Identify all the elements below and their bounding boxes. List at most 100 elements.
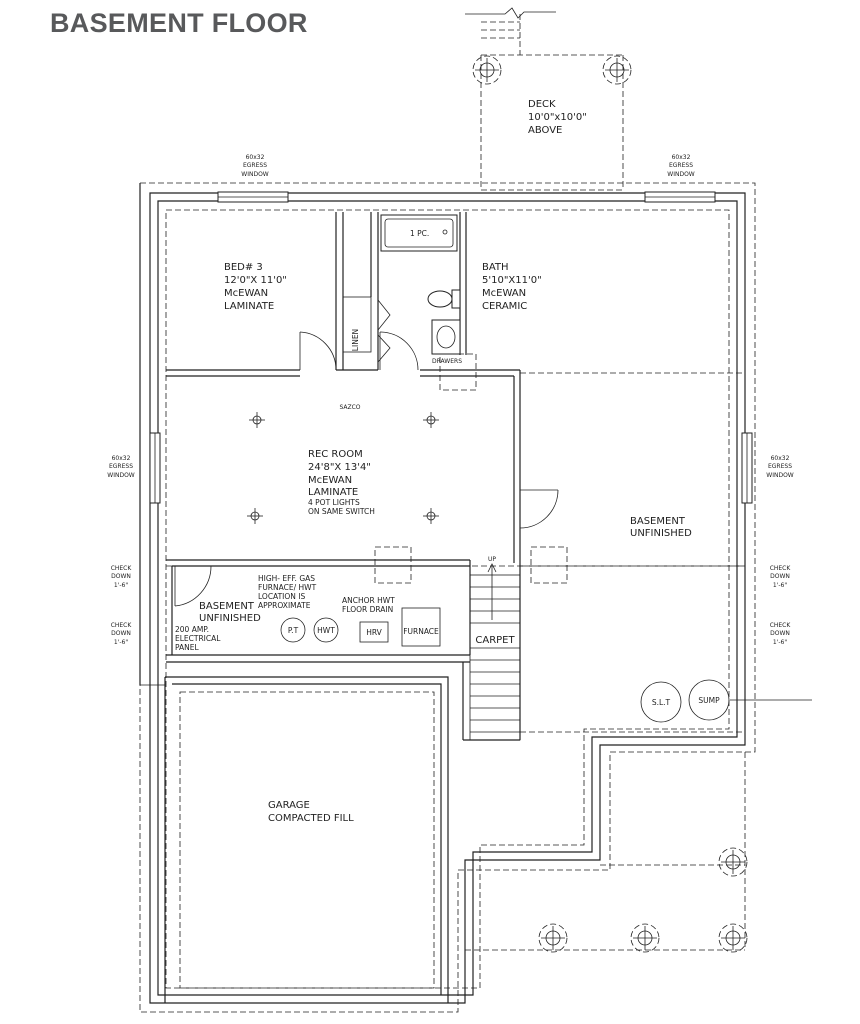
anchor-note-1: ANCHOR HWT xyxy=(342,596,395,605)
egress-label-tl-1: 60x32 xyxy=(246,154,265,161)
check-down-r2-2: DOWN xyxy=(770,630,790,637)
egress-label-tl-3: WINDOW xyxy=(241,171,269,178)
check-down-r2-1: CHECK xyxy=(770,622,792,629)
bed3-size: 12'0"X 11'0" xyxy=(224,275,287,286)
sump-label: SUMP xyxy=(698,696,720,705)
bath-name: BATH xyxy=(482,262,509,273)
mech-room-name1: BASEMENT xyxy=(199,601,255,612)
anchor-note-2: FLOOR DRAIN xyxy=(342,605,393,614)
rec-room-finish: LAMINATE xyxy=(308,487,358,498)
mech-room-name2: UNFINISHED xyxy=(199,613,261,624)
pt-label: P.T xyxy=(288,626,299,635)
bathtub-label: 1 PC. xyxy=(410,229,429,238)
slt-tank xyxy=(640,681,682,723)
furnace-note-4: APPROXIMATE xyxy=(258,601,311,610)
page-title: BASEMENT FLOOR xyxy=(50,8,308,38)
rec-room-lights1: 4 POT LIGHTS xyxy=(308,498,360,507)
furnace-label: FURNACE xyxy=(403,627,439,636)
egress-label-tr-3: WINDOW xyxy=(667,171,695,178)
garage xyxy=(164,676,449,1003)
furnace-note-1: HIGH- EFF. GAS xyxy=(258,574,315,583)
egress-label-l-1: 60x32 xyxy=(112,455,131,462)
bath-size: 5'10"X11'0" xyxy=(482,275,542,286)
check-down-l2-2: DOWN xyxy=(111,630,131,637)
rec-room-size: 24'8"X 13'4" xyxy=(308,462,371,473)
deck xyxy=(465,7,632,191)
egress-label-r-3: WINDOW xyxy=(766,472,794,479)
exterior-walls xyxy=(139,182,756,1013)
deck-size: 10'0"x10'0" xyxy=(528,112,587,123)
stairs-carpet-label: CARPET xyxy=(475,635,515,646)
vanity-sink xyxy=(431,319,461,355)
furnace-unit xyxy=(401,607,441,647)
furnace-note-3: LOCATION IS xyxy=(258,592,306,601)
check-down-l2-3: 1'-6" xyxy=(114,639,128,646)
post-left xyxy=(374,546,412,584)
deck-label: DECK xyxy=(528,99,556,110)
rec-room-name: REC ROOM xyxy=(308,449,363,460)
basement-unfinished-line2: UNFINISHED xyxy=(630,528,692,539)
egress-label-r-2: EGRESS xyxy=(768,463,792,470)
egress-window-top-left xyxy=(217,191,289,203)
linen-closet xyxy=(342,296,391,363)
porch-footings xyxy=(465,752,748,953)
egress-label-tr-2: EGRESS xyxy=(669,162,693,169)
check-down-r1-2: DOWN xyxy=(770,573,790,580)
bathtub xyxy=(380,214,458,252)
rec-room-maker: McEWAN xyxy=(308,475,352,486)
panel-note-1: 200 AMP. xyxy=(175,625,209,634)
egress-window-top-right xyxy=(644,191,716,203)
check-down-l1-1: CHECK xyxy=(111,565,133,572)
bed3-maker: McEWAN xyxy=(224,288,268,299)
sump-pit xyxy=(688,679,730,721)
hwt-tank xyxy=(313,617,339,643)
pot-light-2 xyxy=(423,412,439,428)
linen-label: LINEN xyxy=(351,329,360,351)
garage-name: GARAGE xyxy=(268,800,310,811)
egress-label-r-1: 60x32 xyxy=(771,455,790,462)
hwt-label: HWT xyxy=(317,626,335,635)
toilet xyxy=(427,289,461,309)
drawers-outline xyxy=(439,353,477,391)
bed3-name: BED# 3 xyxy=(224,262,263,273)
deck-note: ABOVE xyxy=(528,125,562,136)
check-down-r1-1: CHECK xyxy=(770,565,792,572)
bath-finish: CERAMIC xyxy=(482,301,527,312)
door-bath xyxy=(379,331,419,371)
door-mech xyxy=(174,565,212,607)
sazco-label: SAZCO xyxy=(339,404,360,411)
drawers-label: DRAWERS xyxy=(432,358,462,365)
egress-label-l-3: WINDOW xyxy=(107,472,135,479)
pot-light-3 xyxy=(247,508,263,524)
egress-label-tl-2: EGRESS xyxy=(243,162,267,169)
egress-window-right xyxy=(741,432,753,504)
beam-lines xyxy=(166,372,812,866)
stairs xyxy=(469,563,521,741)
door-basement xyxy=(519,489,559,529)
hrv-label: HRV xyxy=(366,628,382,637)
egress-window-left xyxy=(149,432,161,504)
pt-tank xyxy=(280,617,306,643)
check-down-l2-1: CHECK xyxy=(111,622,133,629)
bath-maker: McEWAN xyxy=(482,288,526,299)
panel-note-2: ELECTRICAL xyxy=(175,634,221,643)
rec-room-lights2: ON SAME SWITCH xyxy=(308,507,375,516)
check-down-l1-3: 1'-6" xyxy=(114,582,128,589)
pot-light-4 xyxy=(423,508,439,524)
panel-note-3: PANEL xyxy=(175,643,200,652)
pot-light-1 xyxy=(249,412,265,428)
bed3-finish: LAMINATE xyxy=(224,301,274,312)
slt-label: S.L.T xyxy=(652,698,671,707)
egress-label-l-2: EGRESS xyxy=(109,463,133,470)
garage-note: COMPACTED FILL xyxy=(268,813,354,824)
basement-unfinished-line1: BASEMENT xyxy=(630,516,686,527)
check-down-r2-3: 1'-6" xyxy=(773,639,787,646)
hrv-unit xyxy=(359,621,389,643)
post-right xyxy=(530,546,568,584)
furnace-note-2: FURNACE/ HWT xyxy=(258,583,317,592)
egress-label-tr-1: 60x32 xyxy=(672,154,691,161)
check-down-r1-3: 1'-6" xyxy=(773,582,787,589)
door-bed3 xyxy=(299,331,337,371)
stairs-up-label: UP xyxy=(488,556,496,563)
